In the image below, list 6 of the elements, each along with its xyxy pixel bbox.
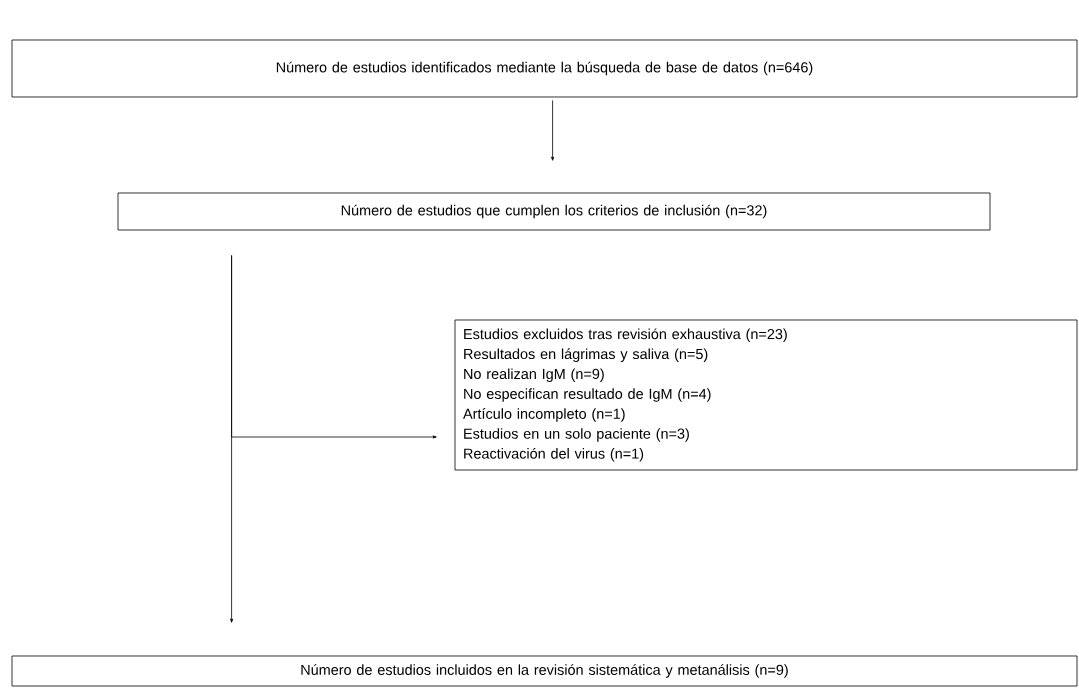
arrow [551, 100, 555, 161]
process-box: Número de estudios identificados mediante la búsqueda de base de datos (n=646) [11, 39, 1078, 98]
process-box: Estudios excluidos tras revisión exhaustiva (n=23) Resultados en lágrimas y saliva (n=5) No realizan IgM (n=9) No especifican resultado de IgM (n=4) Artículo incompleto (n=1) Estudios en un solo paciente (n=3) Reactivación del virus (n=1) [454, 319, 1078, 471]
process-box: Número de estudios incluidos en la revisión sistemática y metanálisis (n=9) [11, 655, 1078, 687]
process-box: Número de estudios que cumplen los criterios de inclusión (n=32) [117, 192, 991, 231]
arrow [230, 255, 234, 623]
